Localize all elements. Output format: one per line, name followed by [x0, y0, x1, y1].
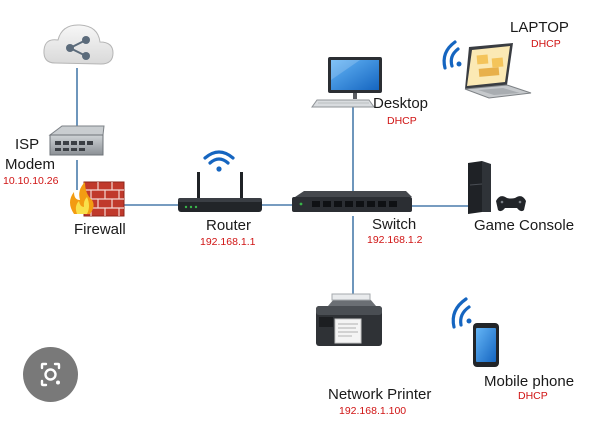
desktop-icon — [311, 57, 382, 108]
game-console-label: Game Console — [474, 217, 575, 234]
mobile-phone-address: DHCP — [518, 390, 548, 402]
desktop-label: Desktop — [373, 95, 429, 112]
firewall-icon — [70, 181, 125, 217]
wifi-icon — [203, 150, 235, 172]
router-icon — [178, 172, 262, 212]
phone-wifi-icon — [451, 297, 472, 329]
isp-modem-icon — [48, 125, 105, 156]
lens-search-icon — [40, 362, 61, 387]
isp-modem-address: 10.10.10.26 — [3, 175, 59, 187]
laptop-label: LAPTOP — [510, 19, 569, 36]
cloud-share-icon — [43, 24, 114, 65]
network-printer-address: 192.168.1.100 — [339, 405, 407, 417]
laptop-wifi-icon — [442, 40, 462, 70]
switch-address: 192.168.1.2 — [367, 234, 423, 246]
firewall-label: Firewall — [74, 221, 126, 238]
printer-icon — [316, 293, 382, 346]
router-label: Router — [206, 217, 252, 234]
game-console-icon — [468, 161, 526, 214]
isp-modem-label-line2: Modem — [5, 156, 56, 173]
router-address: 192.168.1.1 — [200, 236, 256, 248]
lens-search-button[interactable] — [23, 347, 78, 402]
network-printer-label: Network Printer — [328, 386, 432, 403]
mobile-phone-label: Mobile phone — [484, 373, 575, 390]
laptop-address: DHCP — [531, 38, 561, 50]
switch-icon — [292, 191, 412, 212]
switch-label: Switch — [372, 216, 417, 233]
desktop-address: DHCP — [387, 115, 417, 127]
laptop-icon — [464, 43, 532, 99]
isp-modem-label-line1: ISP — [15, 136, 40, 153]
mobile-phone-icon — [473, 323, 499, 367]
